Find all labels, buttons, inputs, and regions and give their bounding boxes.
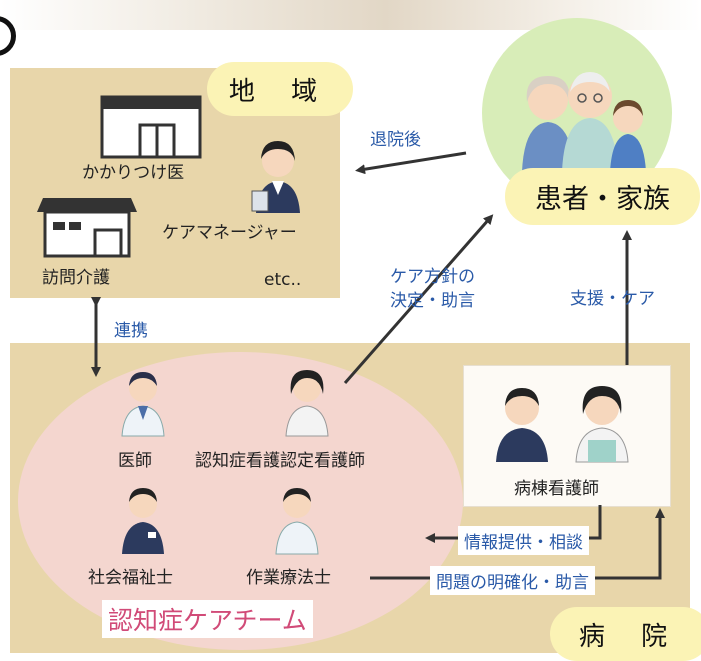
after-discharge-label: 退院後 xyxy=(370,130,421,150)
support-care-label: 支援・ケア xyxy=(570,289,655,309)
care-manager-label: ケアマネージャー xyxy=(162,223,297,243)
patients-family-label: 患者・家族 xyxy=(505,168,700,225)
certified-nurse-icon xyxy=(285,370,329,437)
ward-nurse-box xyxy=(463,365,671,507)
cooperation-label: 連携 xyxy=(114,321,148,341)
community-label: 地 域 xyxy=(207,62,353,116)
problem-advice-label: 問題の明確化・助言 xyxy=(430,566,595,595)
visit-care-label: 訪問介護 xyxy=(42,268,110,288)
care-policy-arrow xyxy=(343,214,494,384)
dementia-care-team-title: 認知症ケアチーム xyxy=(102,600,313,638)
doctor-label: 医師 xyxy=(118,451,152,471)
doctor-icon xyxy=(121,372,165,437)
care-policy-label-2: 決定・助言 xyxy=(390,291,475,311)
certified-nurse-label: 認知症看護認定看護師 xyxy=(195,451,365,471)
care-policy-label-1: ケア方針の xyxy=(390,267,475,287)
etc-label: etc.. xyxy=(264,270,302,290)
ward-nurse-label: 病棟看護師 xyxy=(514,479,599,499)
family-icon xyxy=(522,72,646,172)
hospital-label: 病 院 xyxy=(550,607,701,661)
house-icon xyxy=(37,198,137,258)
social-worker-label: 社会福祉士 xyxy=(88,568,173,588)
social-worker-icon xyxy=(122,488,164,554)
occupational-therapist-label: 作業療法士 xyxy=(246,568,331,588)
after-discharge-arrow xyxy=(355,151,467,175)
info-consult-label: 情報提供・相談 xyxy=(458,526,589,555)
care-manager-icon xyxy=(251,141,300,213)
clinic-building-icon xyxy=(100,95,202,159)
ward-nurses-icon xyxy=(496,386,629,463)
clinic-label: かかりつけ医 xyxy=(82,163,185,183)
occupational-therapist-icon xyxy=(275,488,319,555)
